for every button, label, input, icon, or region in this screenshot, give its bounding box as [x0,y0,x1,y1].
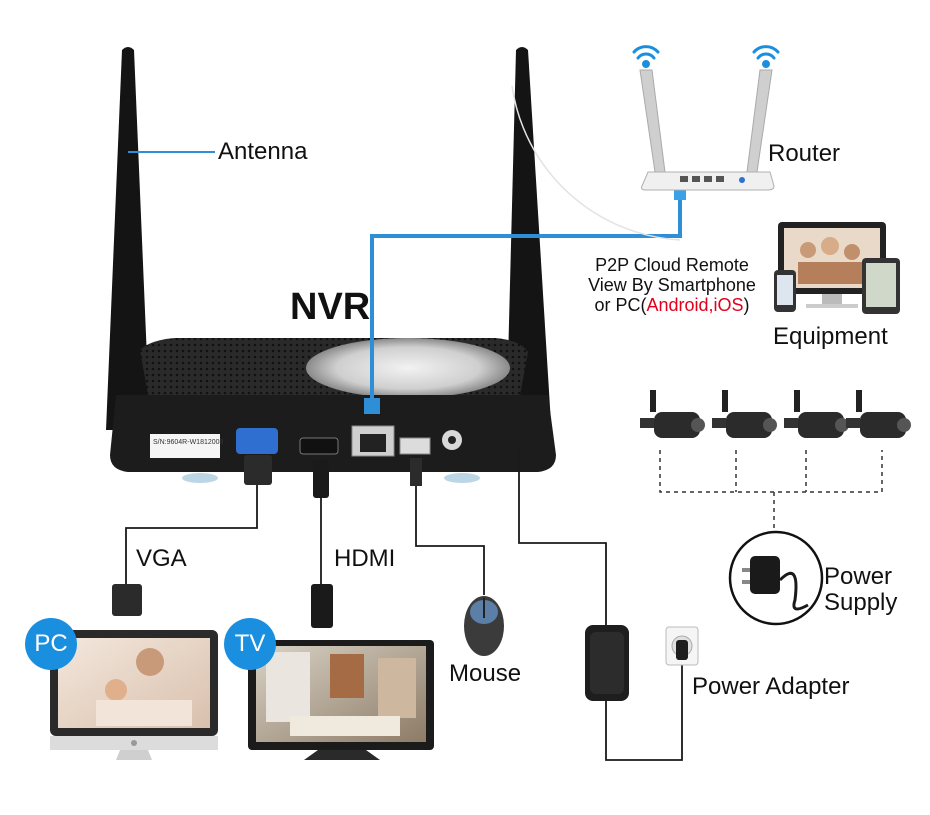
p2p-line-3-suffix: ) [743,295,750,315]
wall-socket [665,626,699,666]
camera-3 [784,390,849,438]
router-label: Router [768,140,841,167]
p2p-line-2: View By Smartphone [588,275,756,295]
nvr-label: NVR [290,286,371,328]
serial-sticker-text: S/N:9604R-W1812008 [153,439,224,446]
rj45-plug-nvr [364,398,380,414]
p2p-platforms: Android,iOS [646,295,744,315]
power-supply-icon [728,530,824,626]
vga-cable [125,455,258,588]
hdmi-plug-tv [311,584,333,628]
network-cable [370,195,682,405]
vga-port [236,428,278,454]
p2p-line-3-prefix: or PC( [594,295,647,315]
power-supply-line-2: Supply [824,589,898,616]
tv-monitor [248,640,434,760]
hdmi-plug-nvr [313,460,329,498]
camera-1 [640,390,705,438]
usb-cable [415,460,485,595]
camera-group [640,390,911,438]
equipment-devices [774,222,900,314]
mouse-label: Mouse [449,660,522,687]
power-supply-line-1: Power [824,563,893,590]
mouse-device [464,596,504,656]
tv-badge: TV [224,618,276,670]
antenna-right [506,47,552,440]
power-adapter-label: Power Adapter [692,673,850,700]
router-device [511,69,775,241]
hdmi-label: HDMI [334,545,396,572]
hdmi-port [299,437,339,455]
vga-plug-pc [112,584,142,616]
power-cable [518,450,607,625]
vga-label: VGA [136,545,187,572]
p2p-line-3: or PC(Android,iOS) [572,295,772,315]
p2p-line-1: P2P Cloud Remote [595,255,749,275]
camera-4 [846,390,911,438]
usb-port [399,437,431,455]
camera-2 [712,390,777,438]
wifi-icon-left [632,45,660,68]
serial-sticker [150,434,220,458]
pc-monitor [50,630,218,760]
usb-plug [410,458,422,486]
camera-dashed-connector [659,450,883,540]
power-adapter-cable [605,665,683,761]
pc-badge: PC [25,618,77,670]
nvr-device [110,338,556,483]
wifi-icon-right [752,45,780,68]
vga-plug-nvr [244,455,272,485]
antenna-label: Antenna [218,138,308,165]
antenna-left [106,47,150,430]
power-supply-label: Power Supply [824,564,897,616]
equipment-label: Equipment [773,323,888,350]
p2p-description: P2P Cloud Remote View By Smartphone or P… [572,255,772,315]
power-adapter-device [585,625,629,701]
